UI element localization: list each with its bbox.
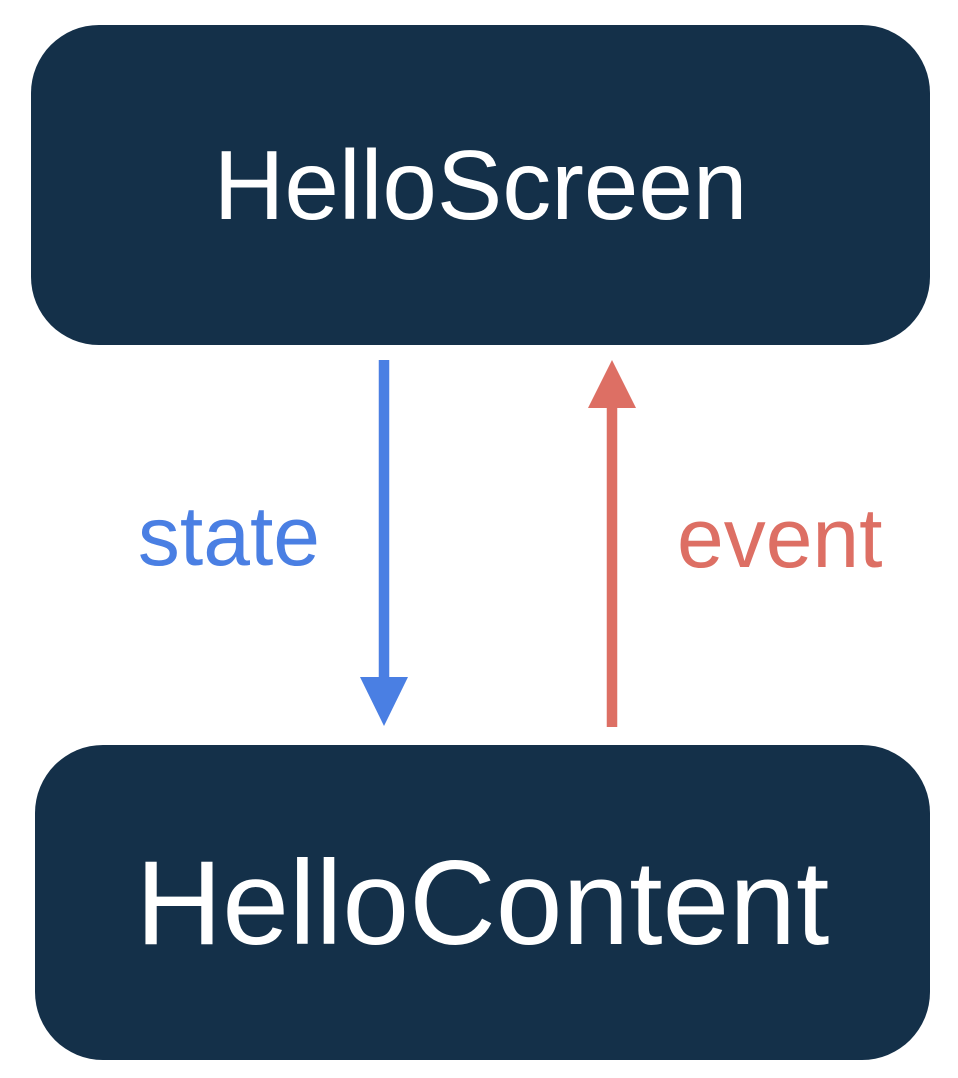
node-helloscreen: HelloScreen [31, 25, 930, 345]
node-hellocontent-label: HelloContent [135, 835, 830, 970]
node-helloscreen-label: HelloScreen [213, 130, 748, 240]
event-arrow-head [588, 360, 636, 408]
state-arrow-down-icon [360, 360, 408, 726]
event-arrow-up-icon [588, 360, 636, 727]
state-arrow-head [360, 677, 408, 726]
state-edge-label: state [137, 489, 320, 583]
node-hellocontent: HelloContent [35, 745, 930, 1060]
event-edge-label: event [677, 491, 883, 585]
arrows-layer [360, 360, 636, 727]
